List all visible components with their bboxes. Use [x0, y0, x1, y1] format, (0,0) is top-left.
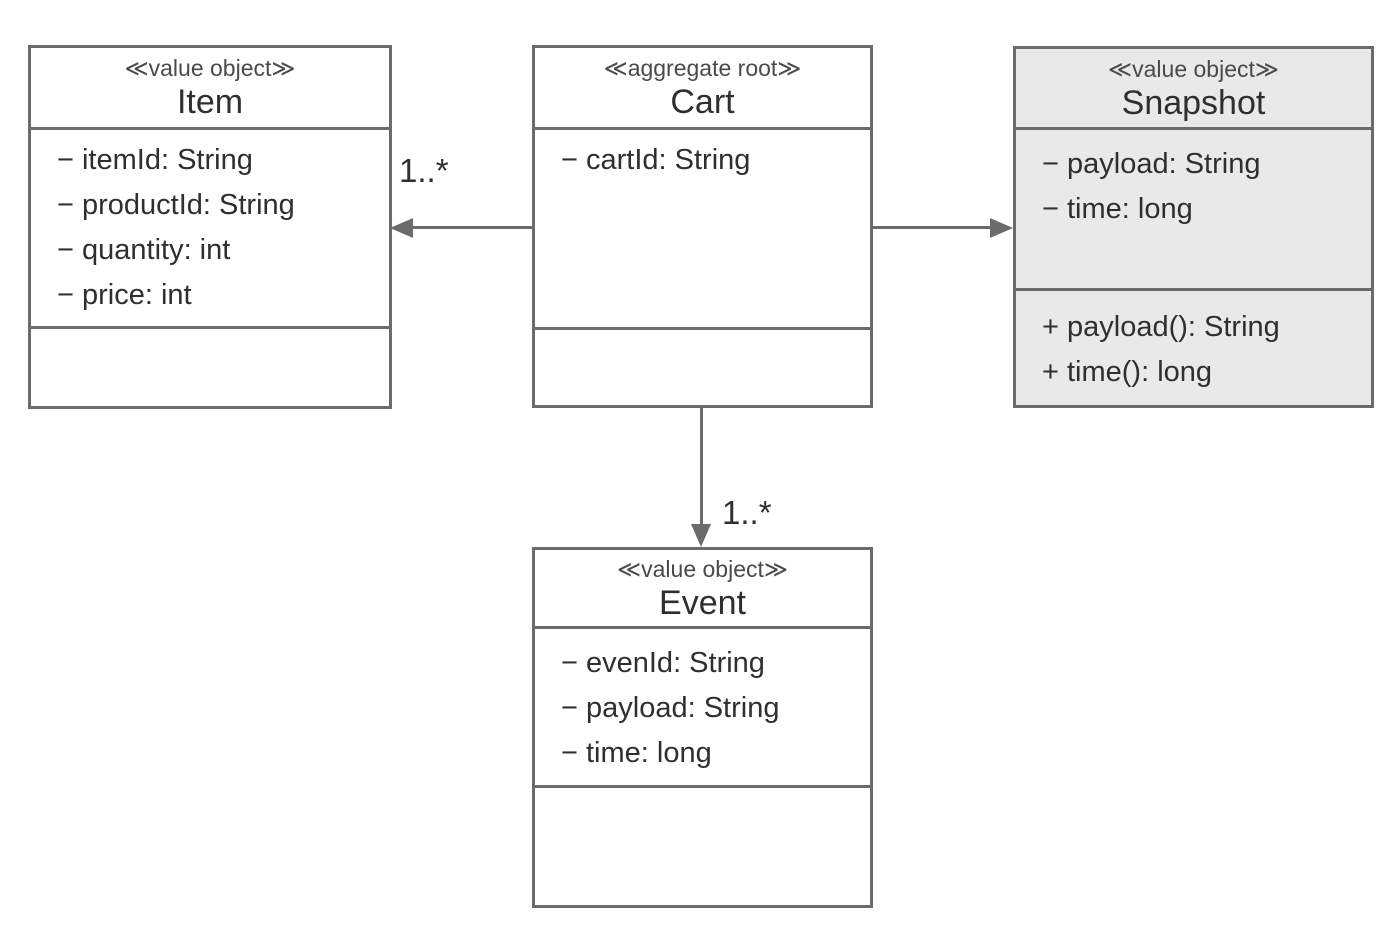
class-cart-stereotype: ≪aggregate root≫ — [603, 55, 802, 81]
class-cart-attribute: − cartId: String — [561, 144, 751, 176]
class-cart-name: Cart — [670, 83, 735, 121]
class-event-attribute: − payload: String — [561, 692, 780, 724]
class-snapshot-header: ≪value object≫ Snapshot — [1016, 49, 1371, 127]
class-snapshot-operation: + payload(): String — [1042, 311, 1280, 343]
class-item-attribute: − itemId: String — [57, 144, 253, 176]
arrowhead-down-icon — [691, 524, 711, 547]
association-cart-snapshot-line — [873, 226, 993, 229]
association-cart-event-line — [700, 408, 703, 528]
class-snapshot-name: Snapshot — [1121, 83, 1266, 122]
class-snapshot-attribute: − time: long — [1042, 193, 1193, 225]
class-cart-box: ≪aggregate root≫ Cart − cartId: String — [532, 45, 873, 408]
class-item-name: Item — [176, 83, 244, 121]
class-item-header: ≪value object≫ Item — [31, 48, 389, 127]
class-event-attribute: − evenId: String — [561, 647, 765, 679]
class-item-attribute: − price: int — [57, 279, 192, 311]
multiplicity-label-cart-event: 1..* — [722, 494, 772, 531]
class-snapshot-attribute: − payload: String — [1042, 148, 1261, 180]
class-snapshot-attributes: − payload: String − time: long — [1016, 127, 1371, 288]
association-cart-item-line — [410, 226, 532, 229]
class-snapshot-operations: + payload(): String + time(): long — [1016, 288, 1371, 405]
class-cart-operations — [535, 327, 870, 405]
class-cart-header: ≪aggregate root≫ Cart — [535, 48, 870, 127]
class-cart-attributes: − cartId: String — [535, 127, 870, 327]
class-event-stereotype: ≪value object≫ — [617, 555, 788, 582]
class-item-attributes: − itemId: String − productId: String − q… — [31, 127, 389, 326]
arrowhead-right-icon — [990, 218, 1013, 238]
class-snapshot-box: ≪value object≫ Snapshot − payload: Strin… — [1013, 46, 1374, 408]
class-snapshot-stereotype: ≪value object≫ — [1108, 55, 1279, 82]
class-event-operations — [535, 785, 870, 905]
class-event-attribute: − time: long — [561, 737, 712, 769]
class-event-attributes: − evenId: String − payload: String − tim… — [535, 626, 870, 785]
class-event-name: Event — [659, 583, 746, 622]
class-item-operations — [31, 326, 389, 406]
class-snapshot-operation: + time(): long — [1042, 356, 1213, 388]
class-item-attribute: − quantity: int — [57, 234, 231, 266]
class-item-stereotype: ≪value object≫ — [124, 55, 296, 81]
class-item-attribute: − productId: String — [57, 189, 295, 221]
multiplicity-label-cart-item: 1..* — [399, 152, 449, 189]
class-event-header: ≪value object≫ Event — [535, 550, 870, 626]
class-event-box: ≪value object≫ Event − evenId: String − … — [532, 547, 873, 908]
arrowhead-left-icon — [390, 218, 413, 238]
class-item-box: ≪value object≫ Item − itemId: String − p… — [28, 45, 392, 409]
